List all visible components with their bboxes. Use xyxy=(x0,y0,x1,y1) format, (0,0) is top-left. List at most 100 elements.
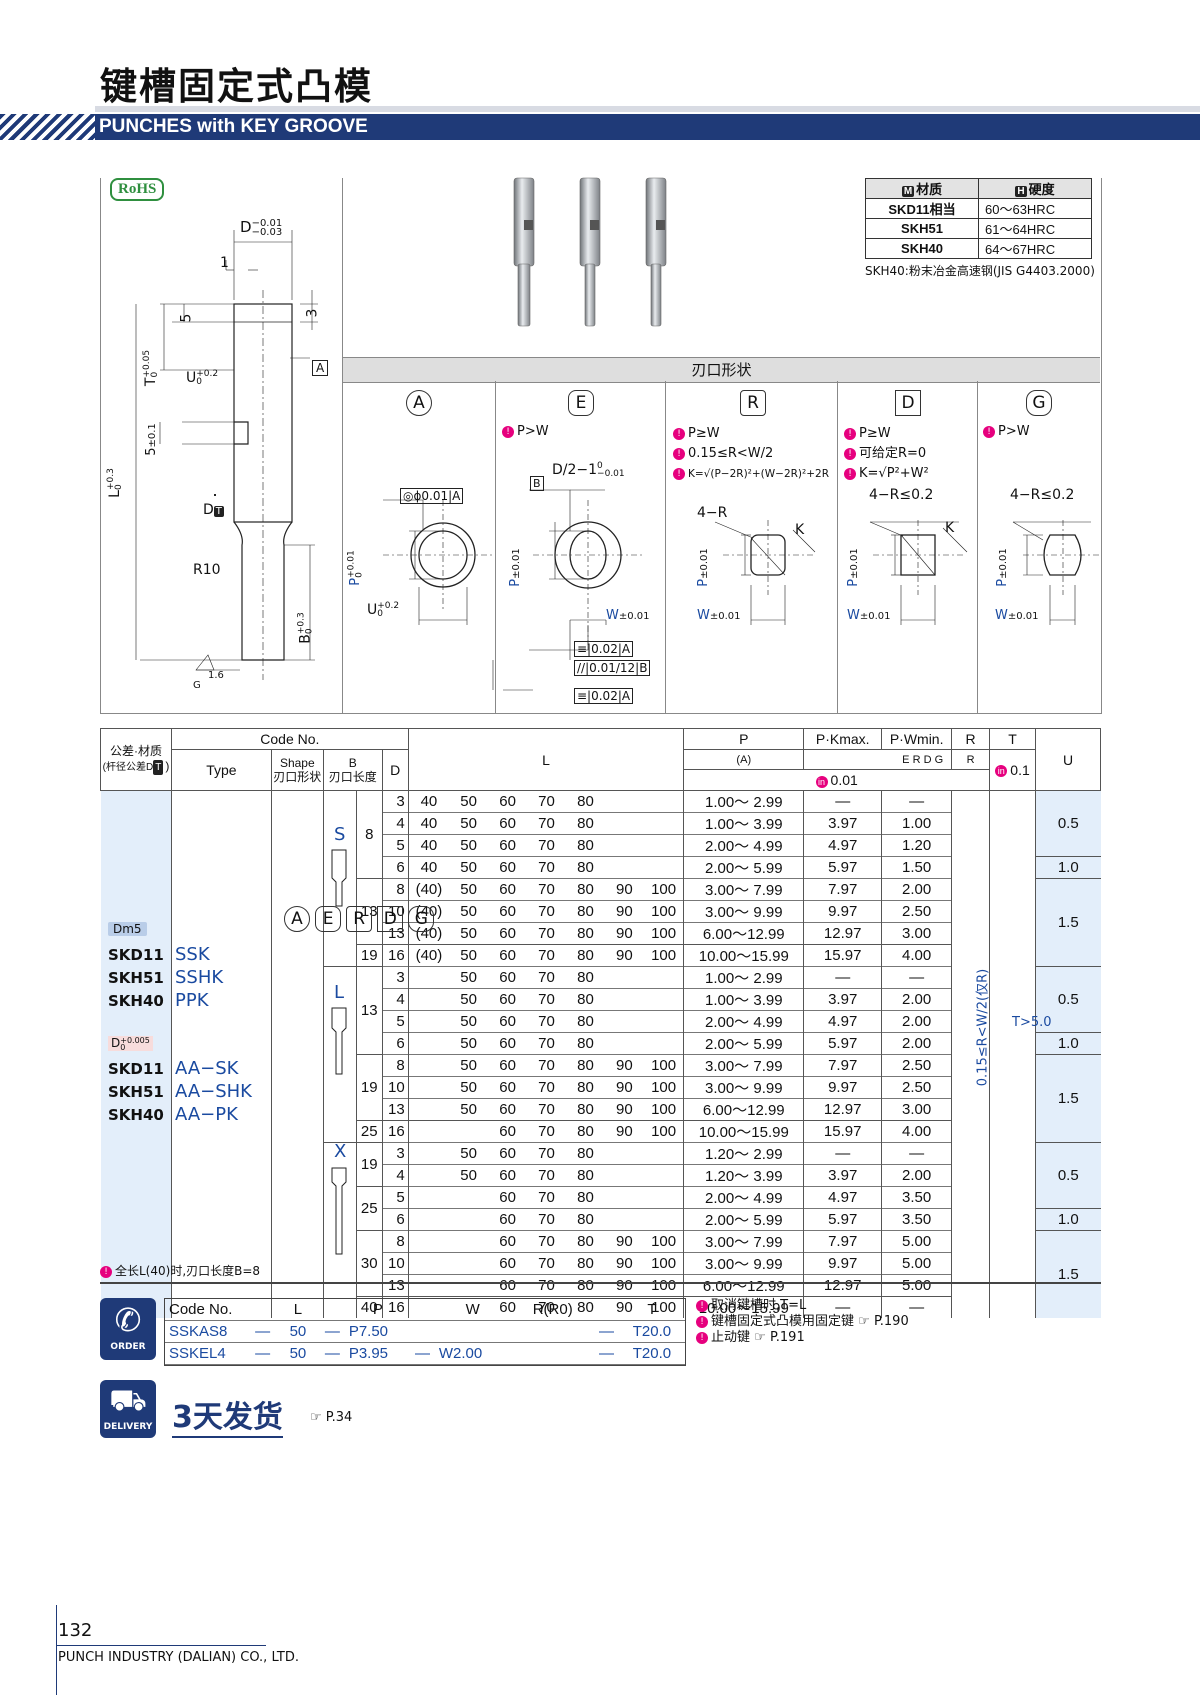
l-cell xyxy=(604,966,644,989)
p-cell: 2.00～ 4.99 xyxy=(683,834,805,857)
p-cell: 10.00～15.99 xyxy=(683,1120,805,1143)
l-cell: 50 xyxy=(449,1032,489,1055)
l-cell: 70 xyxy=(527,834,566,857)
pw-cell: 2.00 xyxy=(881,1010,953,1033)
l-cell: 80 xyxy=(565,1120,605,1143)
pw-cell: 5.00 xyxy=(881,1274,953,1297)
pk-cell: 7.97 xyxy=(803,878,883,901)
dim-5b-tol: ±0.1 xyxy=(146,423,158,448)
tol-mat-cell xyxy=(100,790,172,1319)
l-cell: 60 xyxy=(488,1010,528,1033)
h-type: Type xyxy=(170,748,272,792)
delivery-badge: ⛟ DELIVERY xyxy=(100,1380,156,1438)
page-ref-link[interactable]: P.191 xyxy=(769,1330,805,1345)
group-l-label: L xyxy=(334,982,345,1003)
page-ref-link[interactable]: P.190 xyxy=(873,1314,909,1329)
l-cell xyxy=(604,1186,644,1209)
l-cell xyxy=(408,966,450,989)
t-condition-label: T>5.0 xyxy=(1012,1015,1052,1030)
l-cell: 50 xyxy=(449,856,489,879)
pk-cell: — xyxy=(803,1296,883,1319)
l-cell: 80 xyxy=(565,1142,605,1165)
l-cell: 70 xyxy=(527,1208,566,1231)
roughness-label: 1.6 xyxy=(208,670,224,681)
b-cell: 13 xyxy=(356,966,383,1055)
dim-d-tol-lower: −0.03 xyxy=(251,226,283,238)
l-cell: 90 xyxy=(604,944,644,967)
l-cell: 60 xyxy=(488,966,528,989)
material-icon: M xyxy=(901,186,915,197)
fig-a-p-tol-low: 0 xyxy=(354,572,365,578)
fig-e-b-box: B xyxy=(530,476,544,491)
u-cell: 0.5 xyxy=(1035,790,1101,857)
dim-5b-label: 5±0.1 xyxy=(143,423,159,456)
b-cell: 30 xyxy=(356,1230,383,1297)
l-cell: 70 xyxy=(527,1274,566,1297)
l-cell: 60 xyxy=(488,856,528,879)
u-cell: 1.5 xyxy=(1035,1230,1101,1319)
pk-cell: 3.97 xyxy=(803,988,883,1011)
l-cell: 70 xyxy=(527,1032,566,1055)
note-icon: ! xyxy=(696,1299,708,1312)
l-cell xyxy=(643,856,685,879)
l-cell: 90 xyxy=(604,1274,644,1297)
delivery-ref[interactable]: ☞ P.34 xyxy=(310,1410,353,1425)
punch-dimension-drawing xyxy=(135,230,318,680)
l-cell xyxy=(604,790,644,813)
d-cell: 13 xyxy=(382,1274,409,1297)
tolerance-icon: in xyxy=(815,775,828,788)
l-cell xyxy=(643,1164,685,1187)
l-cell: 70 xyxy=(527,856,566,879)
u-cell: 1.0 xyxy=(1035,856,1101,879)
l-cell xyxy=(604,1142,644,1165)
l-cell: 100 xyxy=(643,1098,685,1121)
material-cell: SKH51 xyxy=(865,218,979,239)
l-cell: 60 xyxy=(488,1120,528,1143)
shape-divider xyxy=(495,381,496,713)
l-cell: 60 xyxy=(488,1164,528,1187)
d-cell: 10 xyxy=(382,1076,409,1099)
l-cell: 100 xyxy=(643,1054,685,1077)
l-cell xyxy=(604,1010,644,1033)
l-cell: 70 xyxy=(527,1142,566,1165)
order-h-r: R(R0) xyxy=(510,1299,595,1321)
pk-cell: 15.97 xyxy=(803,944,883,967)
l-cell: 90 xyxy=(604,878,644,901)
pk-cell: 5.97 xyxy=(803,1208,883,1231)
note-icon: ! xyxy=(673,427,685,440)
order-badge: ✆ ORDER xyxy=(100,1298,156,1360)
d-cell: 6 xyxy=(382,1208,409,1231)
u-cell: 1.0 xyxy=(1035,1032,1101,1055)
page-ref-icon: ☞ xyxy=(858,1314,870,1329)
l-cell: 50 xyxy=(449,1076,489,1099)
l-cell: 60 xyxy=(488,944,528,967)
l-cell: 50 xyxy=(449,878,489,901)
note-icon: ! xyxy=(502,425,514,438)
h-p-sub: (A) xyxy=(683,748,805,771)
fig-g-4r-label: 4−R≤0.2 xyxy=(1010,487,1075,503)
l-cell: 80 xyxy=(565,922,605,945)
order-h-p: P xyxy=(344,1299,411,1321)
material-cell: SKH40 xyxy=(865,238,979,259)
pw-cell: 4.00 xyxy=(881,944,953,967)
l-cell: 80 xyxy=(565,834,605,857)
title-band-stripes xyxy=(0,114,95,140)
pw-cell: 2.50 xyxy=(881,900,953,923)
dim-t-tol-low: 0 xyxy=(150,371,161,378)
d-cell: 5 xyxy=(382,1010,409,1033)
l-cell: 70 xyxy=(527,988,566,1011)
note-icon: ! xyxy=(100,1265,112,1278)
shape-d-conds: !P≥W !可给定R=0 !K=√P²+W² xyxy=(844,424,929,484)
l-cell: 90 xyxy=(604,1120,644,1143)
order-table: Code No. L P W R(R0) T SSKAS8—50 —P7.50 … xyxy=(165,1299,685,1365)
pk-cell: 9.97 xyxy=(803,1076,883,1099)
l-cell xyxy=(604,834,644,857)
l-cell: 70 xyxy=(527,944,566,967)
